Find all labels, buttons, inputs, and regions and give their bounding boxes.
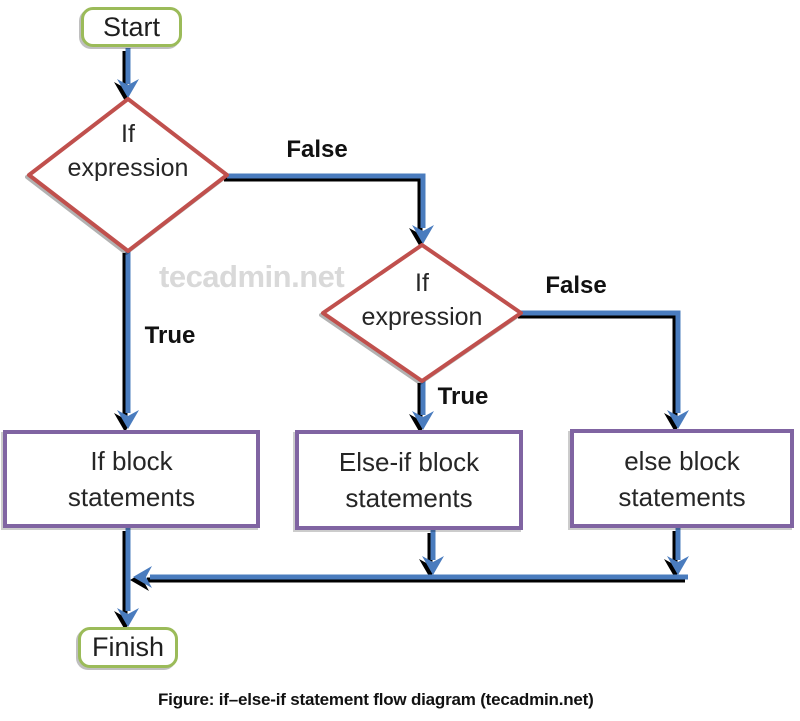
start-label: Start	[102, 11, 161, 42]
edge-false-to-else-block	[521, 310, 689, 429]
edge-else-block-to-merge	[664, 531, 686, 578]
edge-label-false-2: False	[545, 272, 607, 299]
decision2-line2: expression	[361, 303, 483, 331]
edge-false-to-else-block	[518, 313, 686, 432]
edge-merge-horizontal	[133, 566, 688, 588]
node-finish: Finish	[78, 627, 178, 668]
decision2-text: If expression	[323, 266, 521, 334]
edge-merge-horizontal	[130, 569, 685, 591]
edge-label-false-1: False	[286, 136, 348, 163]
else-block-line1: else block	[624, 445, 740, 476]
if-block-line1: If block	[90, 446, 173, 476]
edge-if-block-to-finish	[117, 528, 139, 627]
decision1-line1: If	[121, 120, 135, 148]
elseif-block-line1: Else-if block	[338, 447, 480, 477]
decision2-line1: If	[415, 269, 429, 297]
edge-elseif-block-to-merge	[422, 530, 444, 575]
node-else-block: else block statements	[570, 429, 794, 528]
edge-start-to-decision1	[114, 51, 136, 101]
node-elseif-block: Else-if block statements	[295, 430, 523, 530]
finish-label: Finish	[91, 632, 165, 662]
edge-elseif-block-to-merge	[419, 533, 441, 578]
else-block-line2: statements	[618, 481, 746, 512]
edge-if-block-to-finish	[114, 531, 136, 630]
edge-label-true-2: True	[437, 383, 489, 410]
node-if-block: If block statements	[3, 430, 260, 528]
node-start: Start	[81, 7, 182, 47]
if-block-line2: statements	[67, 482, 196, 512]
elseif-block-line2: statements	[345, 483, 473, 513]
edge-else-block-to-merge	[667, 528, 689, 575]
figure-caption: Figure: if–else-if statement flow diagra…	[158, 690, 594, 709]
edge-false-to-decision2	[224, 176, 431, 247]
decision1-line2: expression	[67, 154, 189, 182]
watermark-text: tecadmin.net	[159, 259, 345, 294]
edge-label-true-1: True	[144, 322, 196, 349]
decision1-text: If expression	[29, 117, 227, 185]
edge-false-to-decision2	[227, 173, 434, 244]
edge-start-to-decision1	[117, 48, 139, 98]
